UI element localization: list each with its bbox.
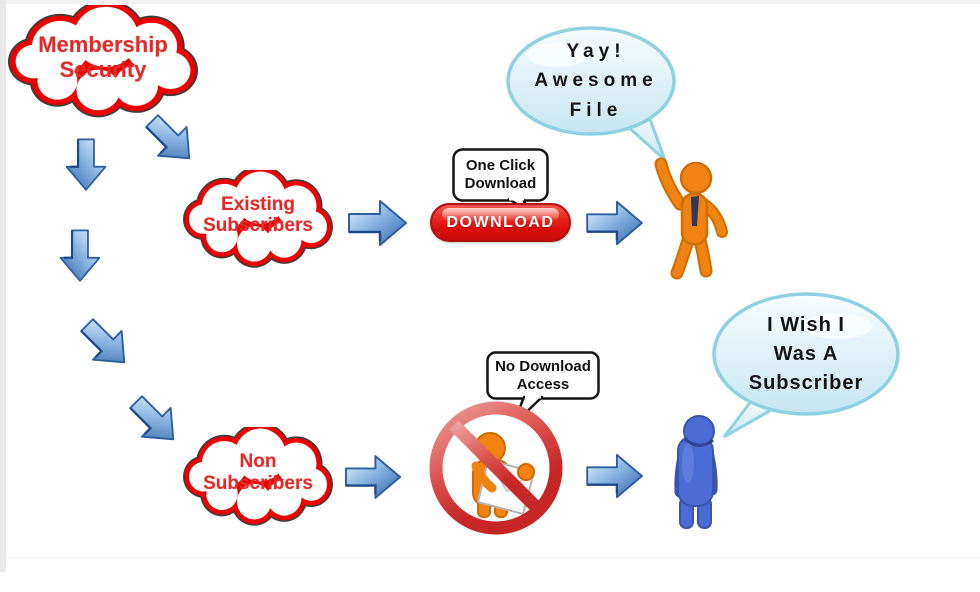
arrow-right-icon bbox=[586, 451, 644, 501]
arrow-right-icon bbox=[586, 198, 644, 248]
speech-bubble-icon bbox=[712, 292, 900, 439]
arrow-right-icon bbox=[345, 451, 402, 503]
cloud-line: Non bbox=[239, 451, 277, 473]
bubble-line: Subscriber bbox=[748, 371, 864, 394]
cloud-line: Membership bbox=[38, 31, 168, 57]
bubble-line: I Wish I bbox=[767, 313, 845, 336]
happy-subscriber-figure-icon bbox=[654, 157, 728, 280]
cloud-label: Membership Security bbox=[8, 5, 198, 120]
speech-bubble-icon bbox=[506, 26, 676, 162]
callout-line: Access bbox=[516, 376, 570, 393]
cloud-line: Subscribers bbox=[203, 215, 313, 236]
yay-awesome-file-bubble: Yay! Awesome File bbox=[505, 25, 677, 165]
cloud-label: Non Subscribers bbox=[183, 427, 333, 528]
callout-line: One Click bbox=[465, 157, 536, 174]
no-access-icon bbox=[429, 401, 563, 535]
arrow-down-right-icon bbox=[69, 307, 143, 381]
sad-nonsubscriber-figure-icon bbox=[674, 415, 718, 529]
callout-line: Download bbox=[464, 175, 537, 192]
bubble-line: Awesome bbox=[534, 70, 658, 92]
content-divider bbox=[6, 557, 980, 558]
wish-subscriber-bubble: I Wish I Was A Subscriber bbox=[710, 292, 902, 442]
arrow-down-right-icon bbox=[118, 384, 192, 458]
membership-security-cloud: Membership Security bbox=[8, 5, 198, 120]
one-click-download-callout: One Click Download bbox=[452, 148, 549, 214]
bubble-label: I Wish I Was A Subscriber bbox=[710, 292, 902, 416]
page-top-strip bbox=[0, 0, 980, 4]
callout-label: No Download Access bbox=[486, 351, 600, 401]
bubble-line: Yay! bbox=[566, 40, 626, 62]
callout-label: One Click Download bbox=[452, 148, 549, 202]
cloud-label: Existing Subscribers bbox=[183, 170, 333, 270]
bubble-label: Yay! Awesome File bbox=[505, 25, 682, 137]
bubble-line: Was A bbox=[773, 342, 839, 365]
download-button[interactable]: DOWNLOAD bbox=[430, 203, 571, 242]
cloud-line: Existing bbox=[221, 193, 295, 215]
arrow-right-icon bbox=[348, 197, 408, 249]
download-button-label: DOWNLOAD bbox=[446, 213, 555, 231]
page-left-strip bbox=[0, 0, 6, 572]
existing-subscribers-cloud: Existing Subscribers bbox=[183, 170, 333, 270]
arrow-down-icon bbox=[57, 229, 103, 283]
cloud-line: Subscribers bbox=[203, 472, 313, 494]
non-subscribers-cloud: Non Subscribers bbox=[183, 427, 333, 528]
callout-line: No Download bbox=[495, 358, 591, 375]
cloud-line: Security bbox=[59, 56, 147, 82]
arrow-down-icon bbox=[63, 138, 109, 192]
bubble-line: File bbox=[569, 99, 623, 121]
